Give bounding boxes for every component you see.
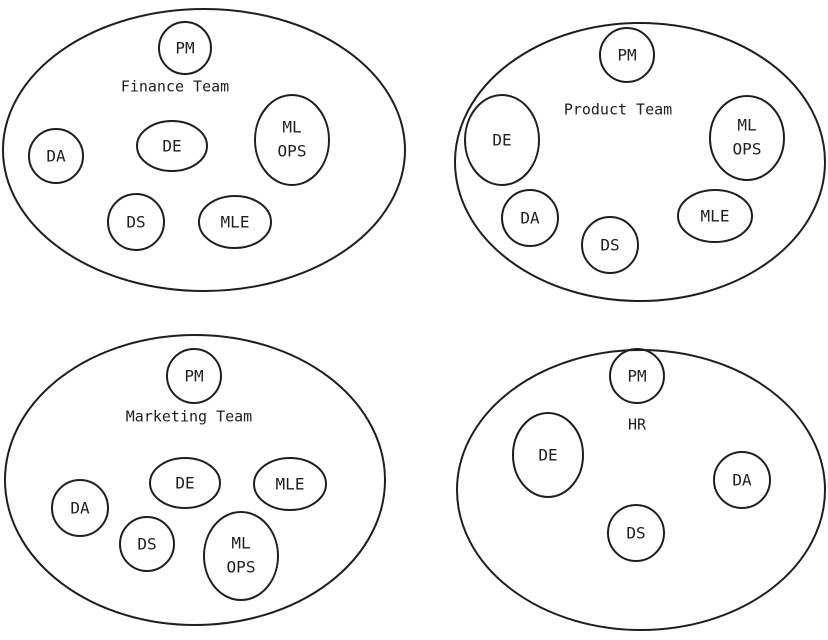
marketing-mlops-node (203, 511, 279, 601)
finance-mlops-node (254, 94, 330, 186)
product-mle-label: MLE (701, 207, 730, 226)
hr-da-label: DA (732, 471, 752, 490)
hr-da-node (713, 451, 771, 509)
finance-ds-node (107, 193, 165, 251)
marketing-mle-node (253, 457, 327, 511)
product-da-label: DA (520, 209, 540, 228)
finance-pm-node (158, 21, 212, 75)
finance-mlops-label-1: ML (282, 118, 301, 137)
product-mlops-node (709, 95, 785, 181)
marketing-pm-node (166, 348, 222, 404)
marketing-team-boundary (4, 334, 386, 626)
finance-de-label: DE (162, 137, 181, 156)
finance-de-node (136, 120, 208, 172)
hr-ds-node (607, 504, 665, 562)
finance-mle-label: MLE (221, 213, 250, 232)
product-de-node (464, 94, 540, 186)
product-pm-node (599, 27, 655, 83)
hr-ds-label: DS (626, 524, 645, 543)
marketing-team-title: Marketing Team (126, 408, 252, 426)
finance-mlops-label-2: OPS (278, 142, 307, 161)
product-ds-node (581, 216, 639, 274)
marketing-da-label: DA (70, 499, 90, 518)
hr-team-boundary (456, 349, 826, 631)
hr-pm-node (609, 348, 665, 404)
hr-de-node (512, 412, 584, 498)
marketing-da-node (51, 479, 109, 537)
product-da-node (501, 189, 559, 247)
finance-da-node (28, 128, 84, 184)
hr-de-label: DE (538, 446, 557, 465)
finance-team-title: Finance Team (121, 78, 229, 96)
product-pm-label: PM (617, 46, 636, 65)
marketing-mlops-label-1: ML (231, 534, 250, 553)
marketing-ds-node (119, 516, 175, 572)
hr-pm-label: PM (627, 367, 646, 386)
finance-team-boundary (2, 8, 406, 292)
finance-mle-node (198, 195, 272, 249)
hr-team-group: PM HR DE DA DS (456, 348, 826, 631)
hr-team-title: HR (628, 416, 647, 434)
marketing-de-node (149, 457, 221, 509)
product-mlops-label-1: ML (737, 116, 756, 135)
product-mle-node (677, 189, 753, 243)
product-team-boundary (454, 22, 826, 302)
finance-da-label: DA (46, 147, 66, 166)
product-team-title: Product Team (564, 101, 672, 119)
finance-ds-label: DS (126, 213, 145, 232)
marketing-team-group: PM Marketing Team DA DE MLE DS ML OPS (4, 334, 386, 626)
product-mlops-label-2: OPS (733, 140, 762, 159)
marketing-ds-label: DS (137, 535, 156, 554)
marketing-de-label: DE (175, 474, 194, 493)
product-de-label: DE (492, 131, 511, 150)
marketing-mle-label: MLE (276, 475, 305, 494)
finance-pm-label: PM (175, 39, 194, 58)
product-team-group: PM Product Team DE ML OPS DA DS MLE (454, 22, 826, 302)
finance-team-group: PM Finance Team DA DE ML OPS DS MLE (2, 8, 406, 292)
marketing-mlops-label-2: OPS (227, 558, 256, 577)
marketing-pm-label: PM (184, 367, 203, 386)
product-ds-label: DS (600, 236, 619, 255)
